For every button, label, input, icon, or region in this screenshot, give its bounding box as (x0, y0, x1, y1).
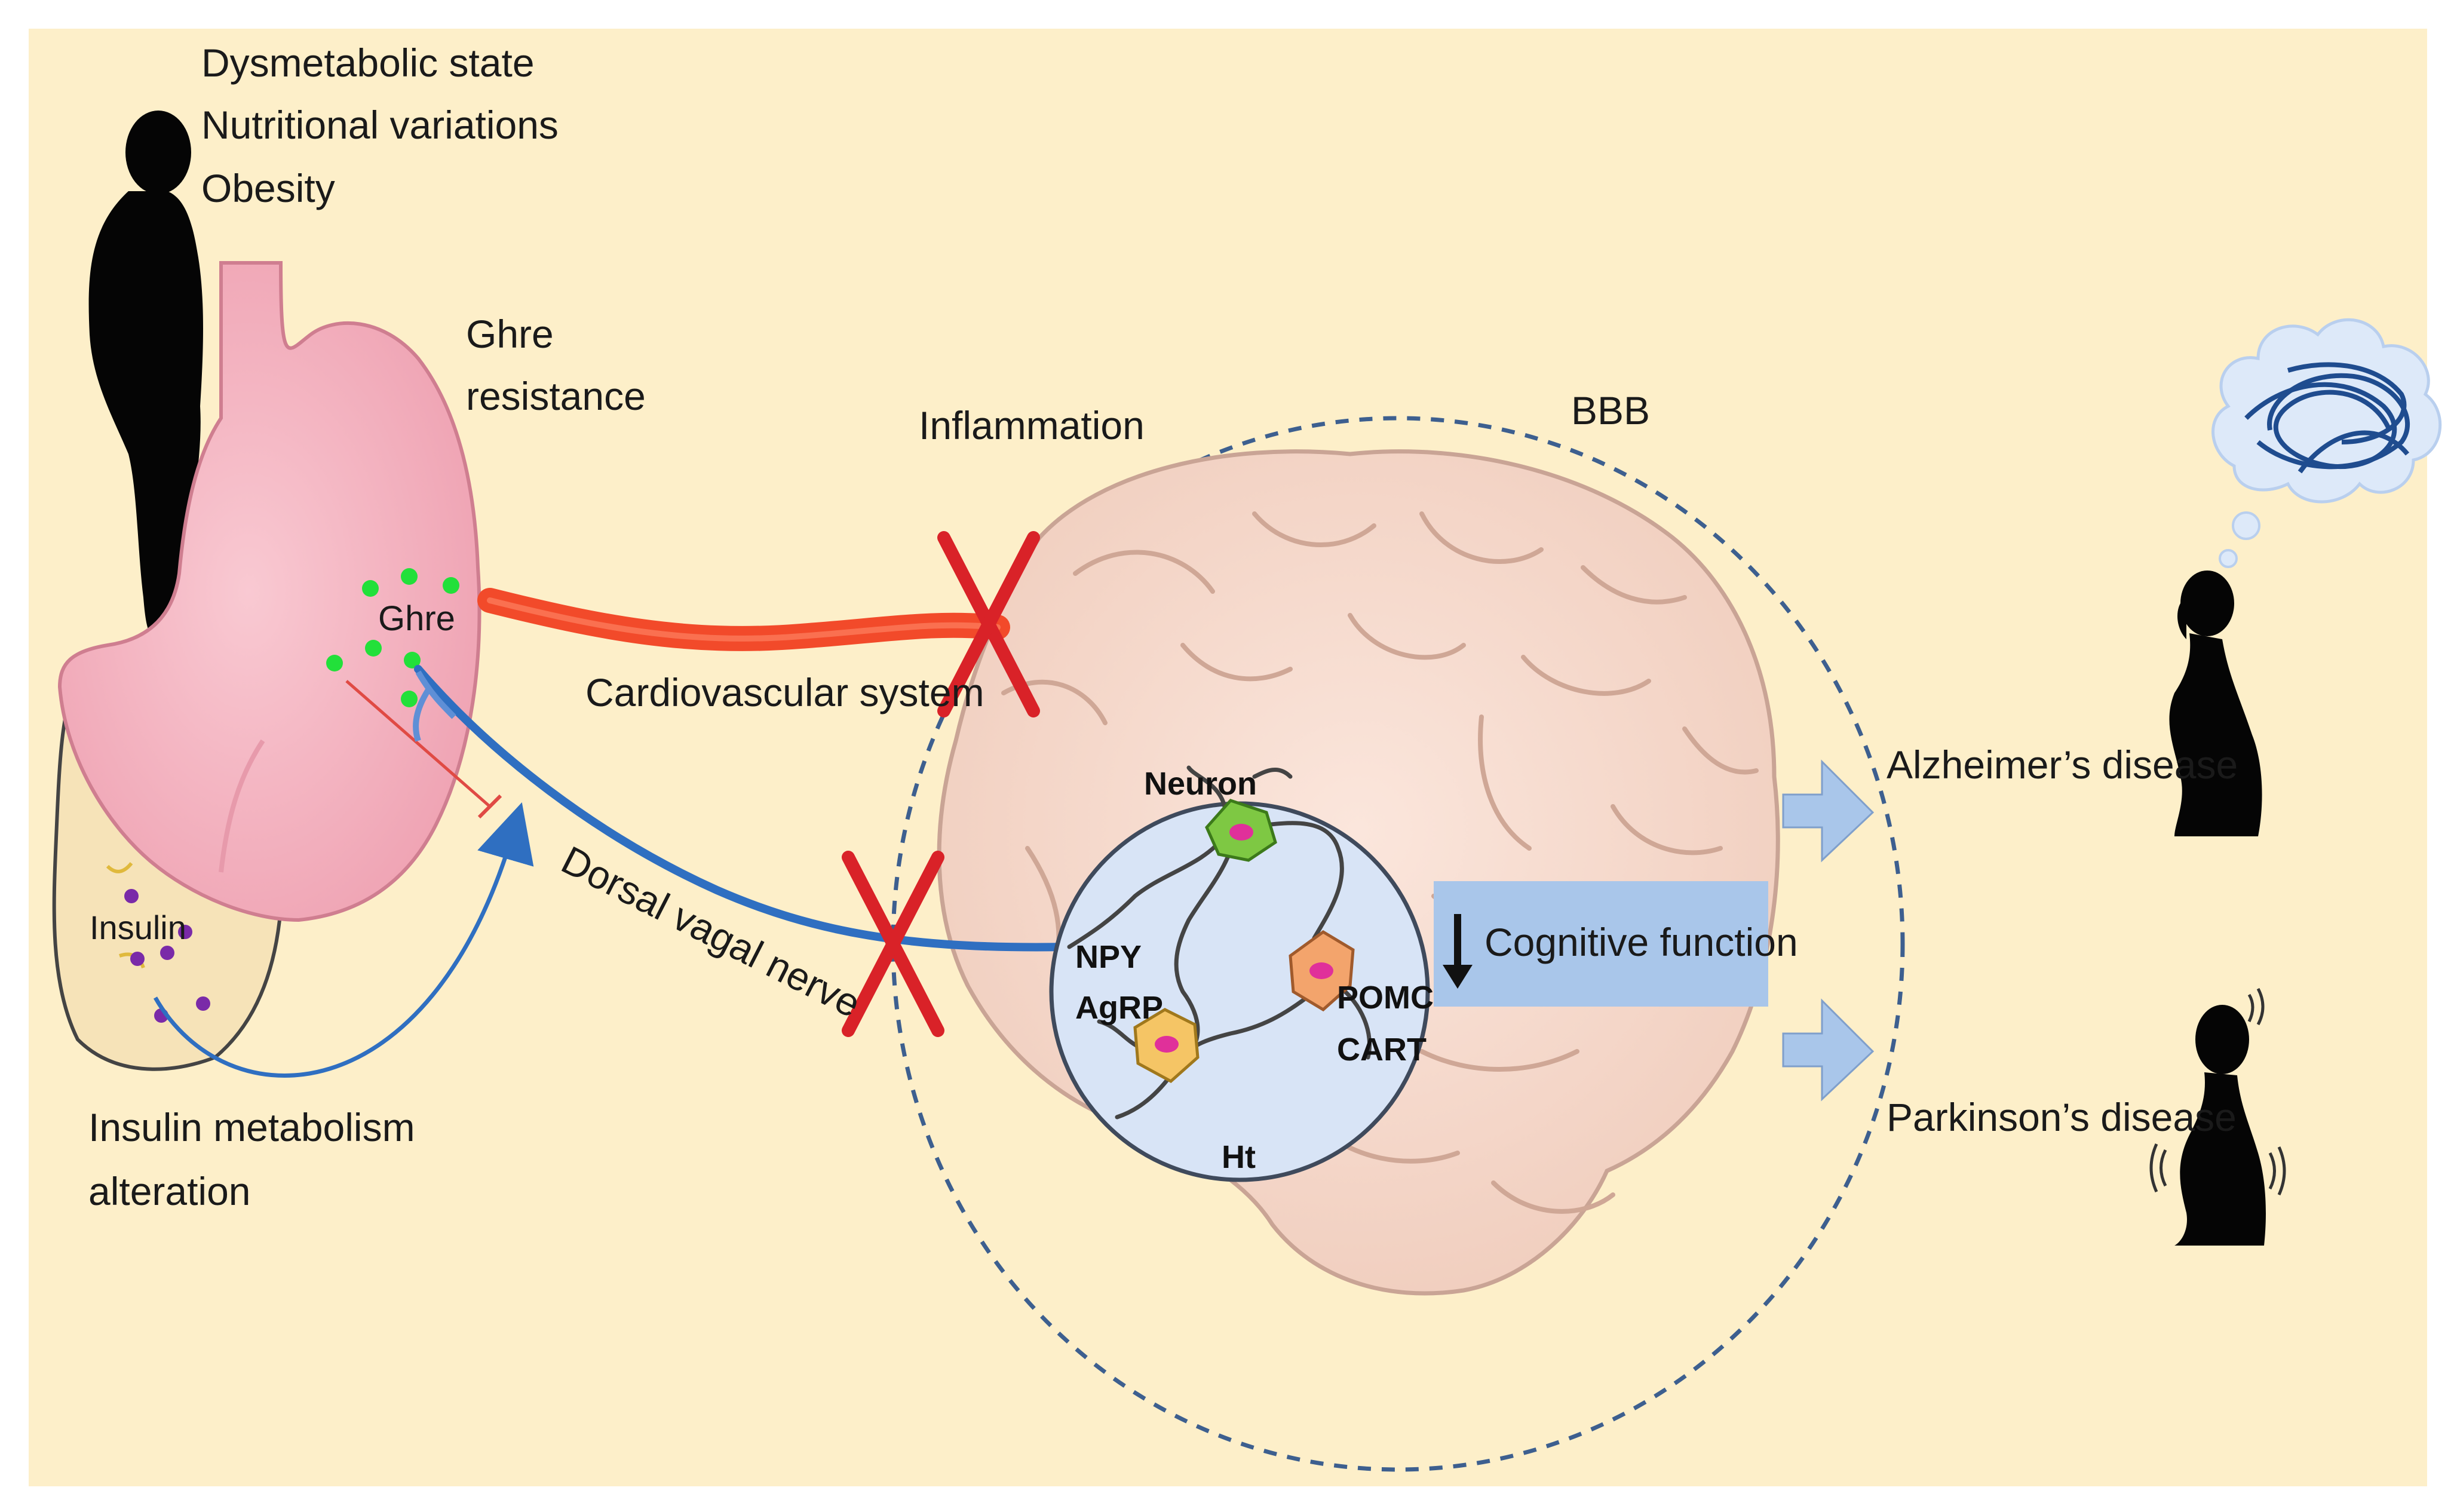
parkinsons-person-silhouette (2174, 1005, 2266, 1246)
alzheimers-arrow (1782, 759, 1875, 863)
insulin-dot (196, 996, 210, 1011)
label-agrp: AgRP (1075, 990, 1163, 1026)
label-obesity: Obesity (201, 166, 335, 210)
insulin-dot (160, 946, 174, 960)
label-bbb: BBB (1571, 388, 1650, 433)
ghrelin-dot (401, 568, 418, 585)
label-ht: Ht (1222, 1139, 1256, 1175)
stomach-illustration (57, 261, 481, 922)
label-cardiovascular-system: Cardiovascular system (585, 670, 984, 714)
cognitive-function-box (1434, 881, 1768, 1007)
label-insulin: Insulin (90, 909, 186, 946)
alzheimers-person-silhouette (2169, 571, 2262, 836)
insulin-dot (124, 889, 139, 903)
artery-highlight (487, 597, 1001, 642)
ghrelin-dot (401, 691, 418, 707)
down-arrow-icon (1443, 914, 1473, 989)
neuron-yellow-nucleus (1155, 1036, 1179, 1053)
label-dysmetabolic-state: Dysmetabolic state (201, 41, 535, 85)
insulin-dot (178, 925, 192, 939)
vagal-nerve-endings (413, 670, 456, 742)
obese-person-silhouette (88, 111, 203, 645)
tremor-lines-icon (2149, 987, 2286, 1196)
confused-thought-bubble (2211, 318, 2442, 568)
ghrelin-dot (362, 580, 379, 597)
label-nutritional-variations: Nutritional variations (201, 103, 559, 147)
label-alzheimers-disease: Alzheimer’s disease (1887, 743, 2238, 787)
ghrelin-dot (404, 652, 421, 668)
insulin-feedback-arrow (153, 802, 534, 1078)
ghrelin-dot (326, 655, 343, 671)
ghrelin-dot (443, 577, 459, 594)
neuron-green-nucleus (1229, 824, 1253, 841)
label-insulin-metabolism-line2: alteration (88, 1169, 251, 1213)
ghrelin-dots (326, 568, 459, 707)
dorsal-vagal-nerve-line (414, 665, 1073, 952)
label-cognitive-function: Cognitive function (1484, 920, 1798, 964)
label-pomc: POMC (1337, 980, 1434, 1016)
label-ghre: Ghre (378, 599, 455, 638)
label-neuron: Neuron (1144, 766, 1257, 802)
label-insulin-metabolism-line1: Insulin metabolism (88, 1105, 415, 1149)
neuron-orange-nucleus (1309, 962, 1333, 979)
bbb-dashed-boundary (891, 416, 1905, 1472)
label-cart: CART (1337, 1032, 1427, 1068)
label-ghre-resistance-line1: Ghre (466, 312, 554, 356)
inflammation-cross-upper (937, 531, 1040, 717)
label-npy: NPY (1075, 939, 1142, 975)
label-parkinsons-disease: Parkinson’s disease (1887, 1095, 2237, 1139)
ghrelin-dot (365, 640, 382, 657)
label-ghre-resistance-line2: resistance (466, 374, 646, 418)
label-inflammation: Inflammation (919, 403, 1145, 447)
vagal-cross-lower (842, 851, 944, 1037)
parkinsons-arrow (1782, 998, 1875, 1102)
insulin-dot (130, 952, 145, 966)
